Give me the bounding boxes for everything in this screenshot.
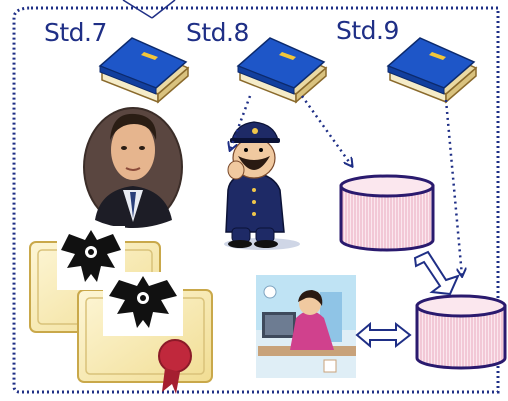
double-arrow-worker-db xyxy=(355,321,412,349)
std8-label: Std.8 xyxy=(186,18,249,47)
dotted-arrow xyxy=(300,95,352,166)
double-arrow-db-link xyxy=(413,250,460,296)
dotted-arrow xyxy=(444,99,462,276)
garuda-emblem-icon xyxy=(103,272,183,336)
police-officer-icon xyxy=(224,121,300,250)
book-icon xyxy=(386,37,478,104)
portrait-icon xyxy=(83,107,183,228)
office-worker-icon xyxy=(256,275,356,378)
database-icon xyxy=(415,294,507,370)
top-connector-line xyxy=(122,0,153,19)
database-icon xyxy=(339,174,435,252)
std9-label: Std.9 xyxy=(336,16,399,45)
book-icon xyxy=(98,37,190,104)
top-connector-line xyxy=(151,0,176,19)
book-icon xyxy=(236,37,328,104)
std7-label: Std.7 xyxy=(44,18,107,47)
